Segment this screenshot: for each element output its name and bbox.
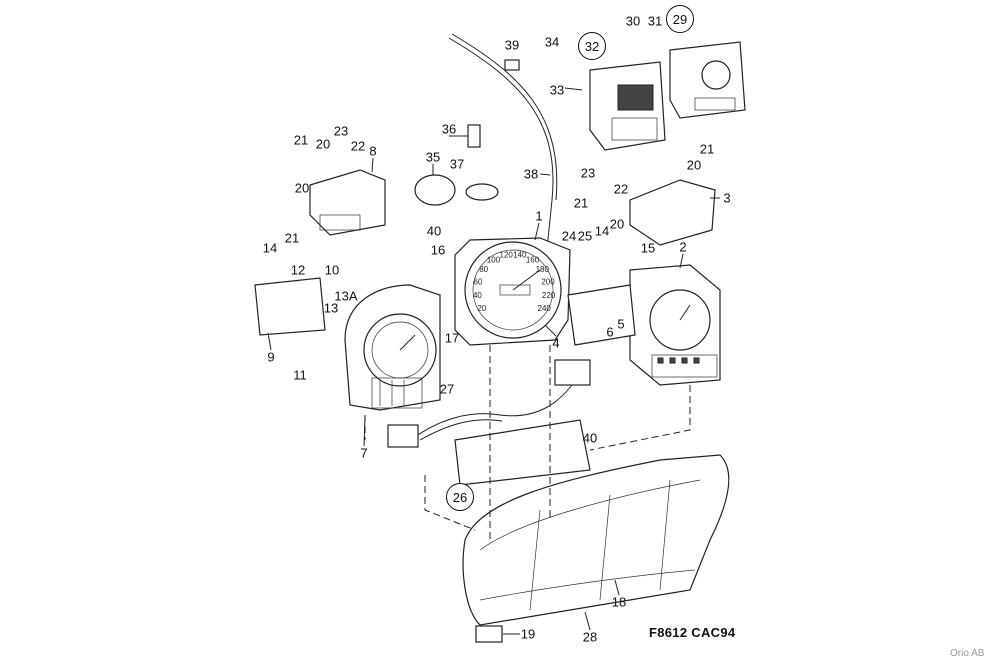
part-label-14: 14: [594, 223, 610, 239]
instrument-panel-housing: [462, 454, 730, 626]
part-label-24: 24: [561, 228, 577, 244]
speedometer-tick-80: 80: [479, 265, 488, 274]
part-label-21: 21: [293, 132, 309, 148]
connector-left: [387, 424, 419, 448]
part-label-3: 3: [723, 190, 731, 206]
part-label-37: 37: [449, 156, 465, 172]
bulb-holder-19: [475, 625, 503, 643]
part-label-40: 40: [582, 430, 598, 446]
part-label-9: 9: [267, 349, 275, 365]
speedometer-tick-120: 120: [500, 251, 514, 260]
part-label-7: 7: [360, 445, 368, 461]
circled-label-32: 32: [578, 32, 606, 60]
clock-unit: [669, 41, 746, 119]
part-label-36: 36: [441, 121, 457, 137]
speedometer-tick-160: 160: [526, 256, 540, 265]
part-label-39: 39: [504, 37, 520, 53]
part-label-4: 4: [552, 335, 560, 351]
part-label-20: 20: [294, 180, 310, 196]
left-bracket: [309, 169, 386, 236]
part-label-2: 2: [679, 239, 687, 255]
drawing-code: F8612 CAC94: [649, 625, 736, 640]
part-label-25: 25: [577, 228, 593, 244]
part-label-31: 31: [647, 13, 663, 29]
part-label-20: 20: [686, 157, 702, 173]
fuel-sender: [414, 124, 499, 206]
part-label-23: 23: [580, 165, 596, 181]
part-label-1: 1: [535, 208, 543, 224]
right-gauge-housing: [629, 264, 721, 386]
speedometer-tick-200: 200: [541, 278, 555, 287]
part-label-33: 33: [549, 82, 565, 98]
copyright-notice: Orio AB: [950, 648, 985, 659]
clip-39: [504, 59, 520, 71]
part-label-21: 21: [284, 230, 300, 246]
speedometer-tick-20: 20: [477, 304, 486, 313]
circled-label-29: 29: [666, 5, 694, 33]
part-label-30: 30: [625, 13, 641, 29]
part-label-21: 21: [699, 141, 715, 157]
speedometer-tick-100: 100: [487, 256, 501, 265]
part-label-22: 22: [613, 181, 629, 197]
part-label-21: 21: [573, 195, 589, 211]
speedometer-tick-60: 60: [474, 278, 483, 287]
part-label-5: 5: [617, 316, 625, 332]
part-label-20: 20: [315, 136, 331, 152]
info-display-unit: [589, 61, 666, 151]
part-label-27: 27: [439, 381, 455, 397]
part-label-18: 18: [611, 594, 627, 610]
part-label-11: 11: [293, 367, 307, 383]
right-circuit-board: [567, 284, 636, 346]
part-label-6: 6: [606, 324, 614, 340]
tachometer-housing: [344, 284, 441, 411]
part-label-8: 8: [369, 143, 377, 159]
part-label-38: 38: [523, 166, 539, 182]
connector-right: [554, 359, 591, 386]
part-label-12: 12: [290, 262, 306, 278]
part-label-13: 13: [323, 300, 339, 316]
part-label-13A: 13A: [334, 288, 358, 304]
speedometer-tick-180: 180: [536, 265, 550, 274]
part-label-14: 14: [262, 240, 278, 256]
part-label-15: 15: [640, 240, 656, 256]
part-label-16: 16: [430, 242, 446, 258]
part-label-28: 28: [582, 629, 598, 645]
part-label-20: 20: [609, 216, 625, 232]
right-bracket: [629, 179, 716, 246]
speedometer-tick-40: 40: [473, 291, 482, 300]
speedometer-tick-140: 140: [513, 251, 527, 260]
speedometer-tick-240: 240: [538, 304, 552, 313]
part-label-40: 40: [426, 223, 442, 239]
part-label-23: 23: [333, 123, 349, 139]
part-label-35: 35: [425, 149, 441, 165]
part-label-19: 19: [520, 626, 536, 642]
speedometer-tick-220: 220: [542, 291, 556, 300]
part-label-22: 22: [350, 138, 366, 154]
printed-circuit-foil: [454, 419, 591, 486]
circled-label-26: 26: [446, 483, 474, 511]
part-label-10: 10: [324, 262, 340, 278]
left-circuit-board: [254, 277, 326, 336]
part-label-17: 17: [444, 330, 460, 346]
part-label-34: 34: [544, 34, 560, 50]
